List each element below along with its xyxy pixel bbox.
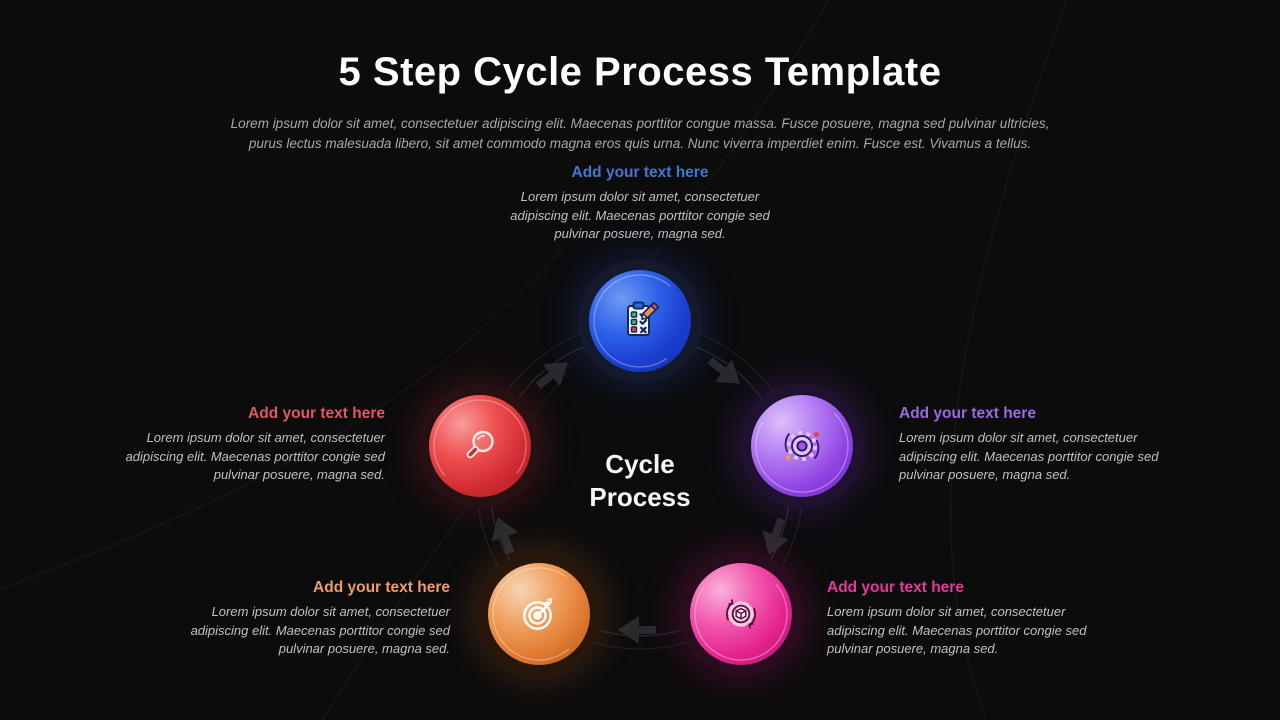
gloss-arc [694,567,788,661]
gloss-arc [593,274,687,368]
step-heading: Add your text here [571,164,709,181]
step-sphere-right [751,395,853,497]
flow-arrow [618,616,656,644]
process-gear-cube-icon [726,599,756,629]
gear-icon [784,431,820,461]
flow-arrow [491,517,518,555]
step-bubble-top [578,259,702,383]
flow-arrow [535,362,568,389]
slide-subtitle: Lorem ipsum dolor sit amet, consectetuer… [0,114,1280,153]
gloss-arc [433,399,527,493]
step-text-bottom-left: Add your text here Lorem ipsum dolor sit… [188,578,450,659]
step-bubble-right [740,384,864,508]
step-body: Lorem ipsum dolor sit amet, consectetuer… [190,604,450,656]
gloss-arc [492,567,586,661]
step-heading: Add your text here [248,405,385,422]
step-text-top: Add your text here Lorem ipsum dolor sit… [500,163,780,244]
step-body: Lorem ipsum dolor sit amet, consectetuer… [827,604,1087,656]
step-heading: Add your text here [899,405,1036,422]
step-body: Lorem ipsum dolor sit amet, consectetuer… [899,430,1159,482]
step-text-bottom-right: Add your text here Lorem ipsum dolor sit… [827,578,1089,659]
step-heading: Add your text here [827,579,964,596]
checklist-icon [627,301,660,336]
step-body: Lorem ipsum dolor sit amet, consectetuer… [125,430,385,482]
step-bubble-left [418,384,542,508]
cycle-center-label: Cycle Process [540,448,740,514]
step-text-right: Add your text here Lorem ipsum dolor sit… [899,404,1161,485]
target-icon [523,598,553,630]
step-sphere-bottom-right [690,563,792,665]
center-label-line-2: Process [589,482,691,512]
step-sphere-left [429,395,531,497]
step-sphere-bottom-left [488,563,590,665]
step-bubble-bottom-right [679,552,803,676]
gloss-arc [755,399,849,493]
step-body: Lorem ipsum dolor sit amet, consectetuer… [510,189,770,241]
subtitle-line-2: purus lectus malesuada libero, sit amet … [248,135,1032,151]
flow-arrow [762,517,789,555]
flow-arrow [707,357,740,384]
step-heading: Add your text here [313,579,450,596]
step-sphere-top [589,270,691,372]
center-label-line-1: Cycle [605,449,675,479]
step-text-left: Add your text here Lorem ipsum dolor sit… [123,404,385,485]
subtitle-line-1: Lorem ipsum dolor sit amet, consectetuer… [230,116,1050,131]
slide-title: 5 Step Cycle Process Template [338,50,942,94]
magnifier-icon [466,430,494,459]
step-bubble-bottom-left [477,552,601,676]
